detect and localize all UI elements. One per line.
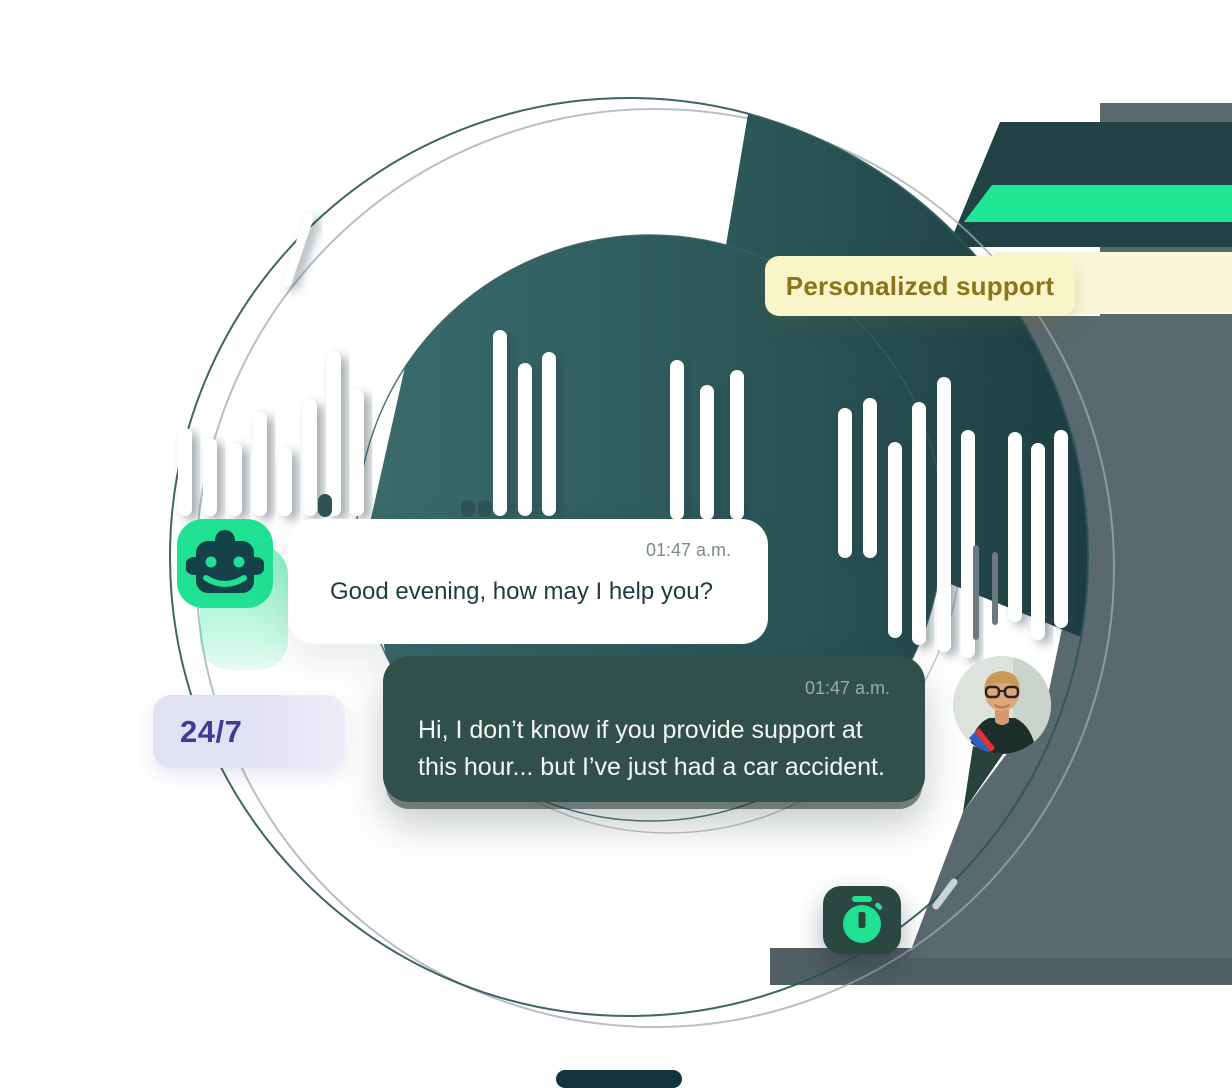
waveform-bar	[518, 363, 532, 516]
personalized-support-label: Personalized support	[785, 270, 1055, 301]
waveform-bar	[973, 545, 979, 640]
bot-chat-bubble: 01:47 a.m. Good evening, how may I help …	[288, 519, 768, 644]
waveform-bar	[670, 360, 684, 520]
gray-slash-bottom-right	[932, 878, 958, 910]
green-accent-bar	[964, 185, 1232, 222]
user-message-text: Hi, I don’t know if you provide support …	[418, 716, 885, 781]
availability-label: 24/7	[180, 713, 243, 749]
waveform-bar	[542, 352, 556, 516]
avatar-tail	[963, 746, 1003, 812]
waveform-bar	[1008, 432, 1022, 622]
teal-ring-sector	[726, 114, 1088, 637]
user-avatar	[951, 654, 1053, 816]
waveform-bar	[350, 390, 364, 516]
waveform-bar	[700, 385, 714, 520]
waveform-bar	[838, 408, 852, 558]
personalized-support-badge: Personalized support	[765, 256, 1075, 316]
waveform-bar	[937, 377, 951, 652]
bot-avatar	[177, 519, 273, 608]
waveform-bar	[961, 430, 975, 658]
waveform-bar	[493, 330, 507, 516]
waveform-bar	[318, 494, 332, 517]
availability-badge: 24/7	[153, 695, 345, 768]
robot-face-icon	[186, 529, 264, 593]
waveform-bar	[1031, 443, 1045, 640]
waveform-bar	[178, 428, 192, 516]
user-chat-bubble: 01:47 a.m. Hi, I don’t know if you provi…	[383, 656, 925, 802]
outer-circle	[169, 97, 1089, 1017]
waveform-bar	[461, 500, 475, 517]
customer-photo-avatar	[953, 656, 1051, 812]
bot-message-timestamp: 01:47 a.m.	[645, 540, 731, 560]
user-message-timestamp: 01:47 a.m.	[804, 678, 890, 698]
waveform-bar	[253, 412, 267, 516]
bottom-accent-bar	[556, 1070, 682, 1088]
waveform-bar	[730, 370, 744, 520]
waveform-bar	[888, 442, 902, 638]
stopwatch-icon	[843, 896, 883, 943]
waveform-bar	[1054, 430, 1068, 628]
teal-band	[948, 122, 1232, 247]
white-slash-top-left	[282, 213, 314, 287]
waveform-bar	[992, 552, 998, 625]
waveform-bar	[863, 398, 877, 558]
stopwatch-chip	[823, 886, 901, 954]
waveform-bar	[303, 400, 317, 516]
voice-waveform	[178, 330, 1068, 658]
bot-message-text: Good evening, how may I help you?	[330, 578, 713, 605]
waveform-bar	[327, 352, 341, 516]
waveform-bar	[203, 438, 217, 516]
waveform-bar	[478, 500, 492, 517]
waveform-bar	[912, 402, 926, 645]
waveform-bar	[228, 443, 242, 516]
waveform-bar	[278, 448, 292, 516]
